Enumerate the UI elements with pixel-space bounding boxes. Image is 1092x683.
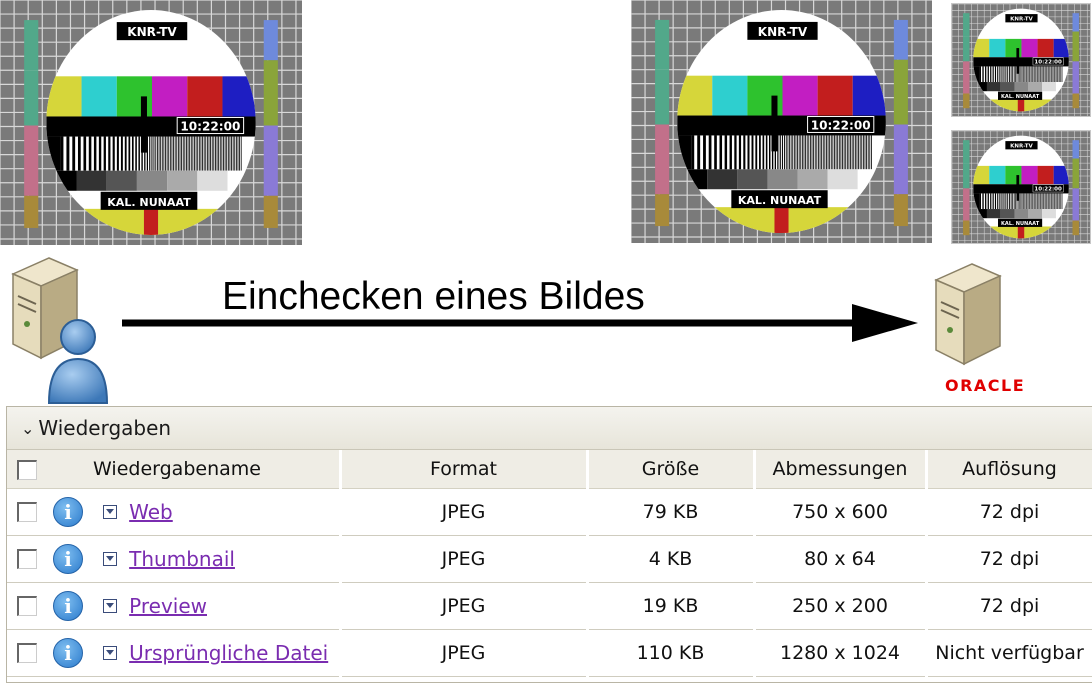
dimensions-cell: 750 x 600 [754, 489, 926, 536]
size-cell: 110 KB [587, 630, 754, 677]
format-cell: JPEG [340, 630, 587, 677]
table-row: i Thumbnail JPEG 4 KB 80 x 64 72 dpi [7, 536, 1092, 583]
column-header-resolution[interactable]: Auflösung [926, 450, 1092, 489]
oracle-logo: ORACLE [945, 376, 1070, 394]
dropdown-menu-icon[interactable] [103, 552, 117, 566]
size-cell: 4 KB [587, 536, 754, 583]
user-icon [45, 315, 111, 405]
row-checkbox[interactable] [17, 596, 37, 616]
test-card-bottom-label: KAL. NUNAAT [1001, 221, 1040, 227]
dimensions-cell: 80 x 64 [754, 536, 926, 583]
format-cell: JPEG [340, 489, 587, 536]
test-card-bottom-label: KAL. NUNAAT [107, 196, 191, 209]
rendition-link[interactable]: Ursprüngliche Datei [129, 641, 328, 665]
test-card-bottom-label: KAL. NUNAAT [1001, 94, 1040, 100]
rendition-link[interactable]: Web [129, 500, 173, 524]
table-header-row: Wiedergabename Format Größe Abmessungen … [7, 450, 1092, 489]
size-cell: 19 KB [587, 583, 754, 630]
test-card-clock: 10:22:00 [180, 120, 240, 134]
info-icon[interactable]: i [53, 638, 83, 668]
format-cell: JPEG [340, 583, 587, 630]
info-icon[interactable]: i [53, 497, 83, 527]
test-card-clock: 10:22:00 [1034, 187, 1062, 193]
resolution-cell: 72 dpi [926, 489, 1092, 536]
table-row: i Preview JPEG 19 KB 250 x 200 72 dpi [7, 583, 1092, 630]
size-cell: 79 KB [587, 489, 754, 536]
test-card-clock: 10:22:00 [811, 119, 871, 133]
test-card-top-label: KNR-TV [1010, 17, 1033, 23]
format-cell: JPEG [340, 536, 587, 583]
table-row: i Ursprüngliche Datei JPEG 110 KB 1280 x… [7, 630, 1092, 677]
test-card-top-label: KNR-TV [127, 25, 177, 39]
resolution-cell: Nicht verfügbar [926, 630, 1092, 677]
dimensions-cell: 250 x 200 [754, 583, 926, 630]
info-icon[interactable]: i [53, 591, 83, 621]
right-arrow-icon [122, 302, 922, 342]
table-row: i Web JPEG 79 KB 750 x 600 72 dpi [7, 489, 1092, 536]
rendition-link[interactable]: Preview [129, 594, 207, 618]
info-icon[interactable]: i [53, 544, 83, 574]
dropdown-menu-icon[interactable] [103, 599, 117, 613]
column-header-name[interactable]: Wiedergabename [93, 458, 261, 480]
resolution-cell: 72 dpi [926, 536, 1092, 583]
test-card-bottom-label: KAL. NUNAAT [738, 194, 822, 207]
renditions-panel: ⌄ Wiedergaben Wiedergabename Format Größ… [6, 406, 1092, 683]
row-checkbox[interactable] [17, 549, 37, 569]
column-header-size[interactable]: Größe [587, 450, 754, 489]
oracle-server-icon [928, 258, 1008, 370]
column-header-format[interactable]: Format [340, 450, 587, 489]
column-header-dimensions[interactable]: Abmessungen [754, 450, 926, 489]
renditions-table: Wiedergabename Format Größe Abmessungen … [7, 450, 1092, 677]
test-card-top-label: KNR-TV [758, 25, 808, 39]
row-checkbox[interactable] [17, 502, 37, 522]
resolution-cell: 72 dpi [926, 583, 1092, 630]
dropdown-menu-icon[interactable] [103, 505, 117, 519]
dimensions-cell: 1280 x 1024 [754, 630, 926, 677]
test-card-clock: 10:22:00 [1034, 60, 1062, 66]
panel-title: Wiedergaben [38, 416, 171, 440]
chevron-down-icon[interactable]: ⌄ [21, 419, 34, 438]
rendition-link[interactable]: Thumbnail [129, 547, 235, 571]
panel-header[interactable]: ⌄ Wiedergaben [7, 407, 1092, 450]
test-card-top-label: KNR-TV [1010, 144, 1033, 150]
dropdown-menu-icon[interactable] [103, 646, 117, 660]
select-all-checkbox[interactable] [17, 460, 37, 480]
row-checkbox[interactable] [17, 643, 37, 663]
